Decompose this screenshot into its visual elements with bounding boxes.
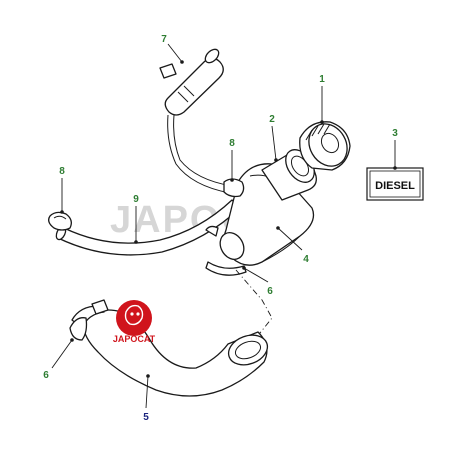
part-6-clamp-upper[interactable] <box>205 225 247 276</box>
callout-6-upper[interactable]: 6 <box>267 286 273 297</box>
callout-labels: 1 2 3 4 5 6 6 7 8 8 9 <box>43 34 398 423</box>
callout-1[interactable]: 1 <box>319 74 325 85</box>
callout-5[interactable]: 5 <box>143 412 149 423</box>
part-1-filler-cap[interactable] <box>299 117 355 173</box>
callout-6-lower[interactable]: 6 <box>43 370 49 381</box>
part-8-clip-neck[interactable] <box>223 178 245 198</box>
part-8-clip-left[interactable] <box>48 211 72 231</box>
part-5-filler-hose[interactable] <box>82 309 271 397</box>
callout-9[interactable]: 9 <box>133 194 139 205</box>
part-6-clamp-lower[interactable] <box>69 299 109 341</box>
leader-lines <box>51 43 397 409</box>
diesel-label-text: DIESEL <box>375 180 415 192</box>
callout-2[interactable]: 2 <box>269 114 275 125</box>
callout-8-neck[interactable]: 8 <box>229 138 235 149</box>
part-3-diesel-label[interactable]: DIESEL <box>366 167 424 201</box>
logo-text: JAPOCAT <box>113 334 156 344</box>
part-7-breather-tube[interactable] <box>159 47 233 194</box>
callout-3[interactable]: 3 <box>392 128 398 139</box>
callout-7[interactable]: 7 <box>161 34 167 45</box>
callout-4[interactable]: 4 <box>303 254 309 265</box>
callout-8-left[interactable]: 8 <box>59 166 65 177</box>
japocat-logo: JAPOCAT <box>113 300 156 344</box>
